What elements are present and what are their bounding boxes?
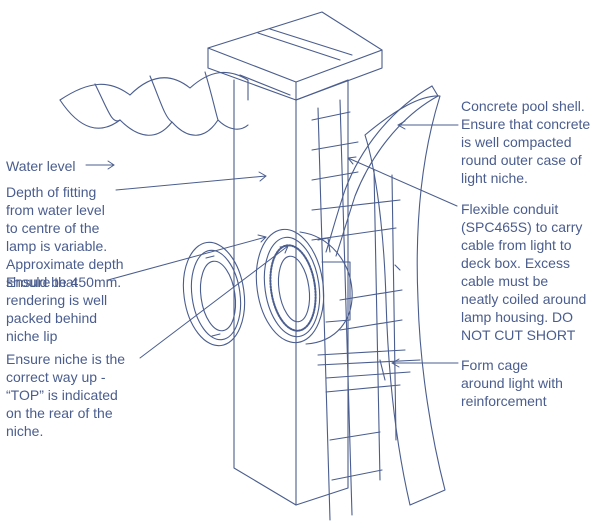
water-level-label: Water level — [6, 158, 76, 174]
niche-leader — [139, 245, 289, 359]
niche-orientation-label: Ensure niche is the correct way up - “TO… — [6, 351, 126, 439]
flexible-conduit — [325, 85, 439, 257]
reinforcement-cage-label: Form cage around light with reinforcemen… — [461, 357, 563, 409]
light-ring — [182, 241, 246, 347]
concrete-column — [207, 11, 383, 506]
water-surface — [59, 71, 249, 136]
pool-shell — [364, 95, 446, 506]
conduit-leader — [347, 157, 458, 207]
rendering-leader — [107, 236, 267, 281]
leader-lines — [85, 120, 459, 368]
depth-leader — [115, 175, 267, 191]
reinforcement-cage — [311, 99, 421, 521]
flexible-conduit-label: Flexible conduit (SPC465S) to carry cabl… — [461, 201, 587, 343]
lamp-niche — [255, 228, 353, 345]
depth-of-fitting-label: Depth of fitting from water level to cen… — [6, 184, 124, 290]
pool-shell-label: Concrete pool shell. Ensure that concret… — [461, 98, 591, 186]
rendering-label: Ensure that rendering is well packed beh… — [6, 274, 108, 344]
